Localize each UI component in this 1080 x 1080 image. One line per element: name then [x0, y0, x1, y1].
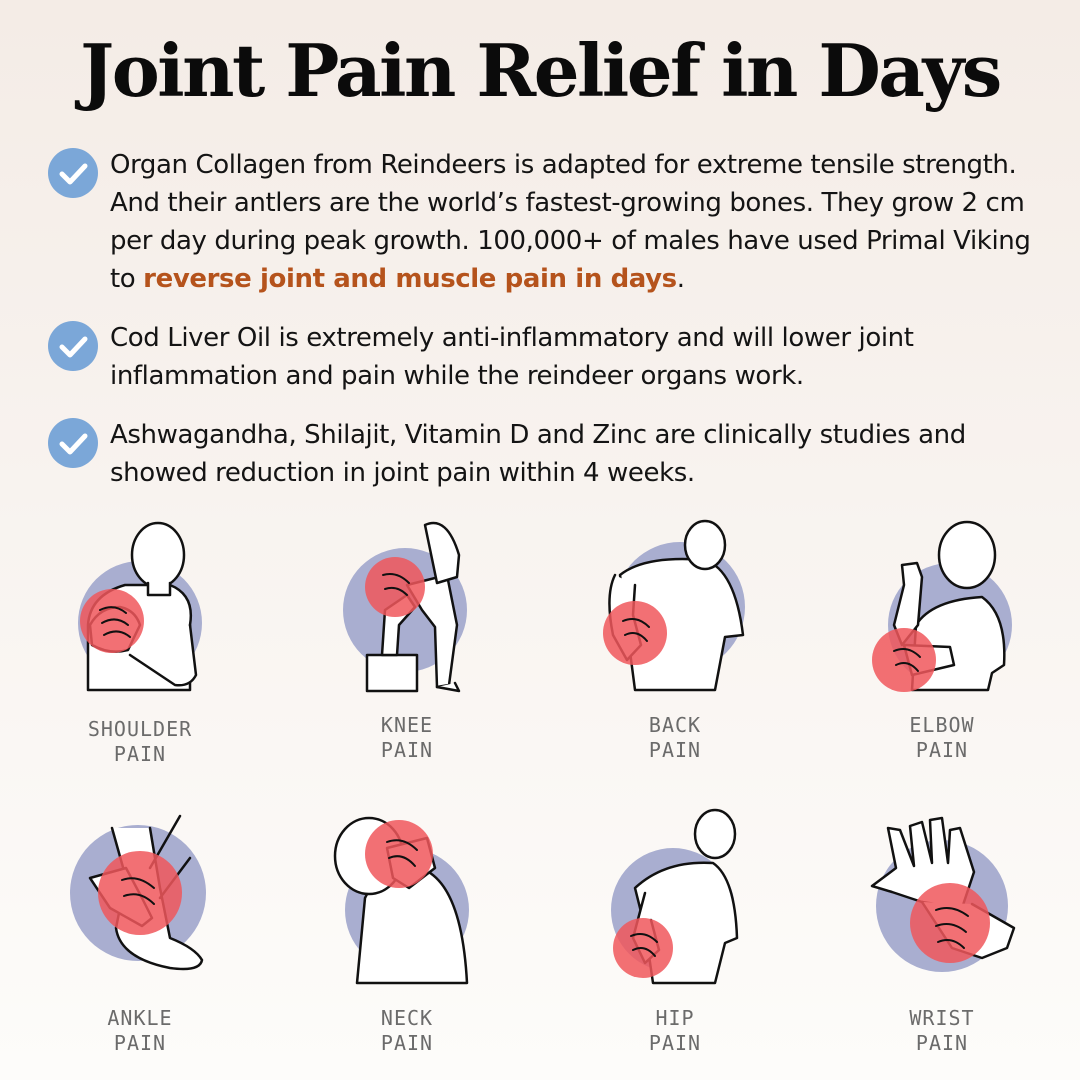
benefit-text: Ashwagandha, Shilajit, Vitamin D and Zin… — [110, 420, 966, 488]
pain-label-line2: PAIN — [648, 738, 702, 762]
elbow-pain-illustration — [872, 520, 1012, 692]
pain-label-line2: PAIN — [915, 738, 969, 762]
benefit-item-ashwagandha: Ashwagandha, Shilajit, Vitamin D and Zin… — [48, 416, 1048, 492]
pain-label: NECK PAIN — [297, 1006, 517, 1056]
benefit-text-end: . — [676, 264, 685, 294]
pain-label-line1: BACK — [648, 713, 702, 737]
pain-label: WRIST PAIN — [832, 1006, 1052, 1056]
pain-label-line2: PAIN — [113, 1031, 167, 1055]
pain-label-line2: PAIN — [113, 742, 167, 766]
pain-label-line2: PAIN — [915, 1031, 969, 1055]
benefit-text-main: Organ Collagen from Reindeers is adapted… — [110, 150, 1031, 294]
wrist-pain-illustration — [870, 816, 1016, 972]
neck-pain-illustration — [333, 816, 469, 985]
back-pain-illustration — [603, 519, 745, 692]
pain-label-line1: KNEE — [380, 713, 434, 737]
check-circle-icon — [48, 321, 98, 371]
pain-label-line1: ELBOW — [909, 713, 975, 737]
pain-label: ANKLE PAIN — [30, 1006, 250, 1056]
pain-label: BACK PAIN — [565, 713, 785, 763]
knee-pain-illustration — [343, 521, 467, 693]
check-circle-icon — [48, 418, 98, 468]
benefit-list: Organ Collagen from Reindeers is adapted… — [48, 146, 1048, 513]
shoulder-pain-illustration — [78, 521, 202, 692]
benefit-text: Organ Collagen from Reindeers is adapted… — [110, 146, 1048, 298]
check-circle-icon — [48, 148, 98, 198]
pain-label-line1: WRIST — [909, 1006, 975, 1030]
benefit-text: Cod Liver Oil is extremely anti-inflamma… — [110, 323, 914, 391]
pain-label: SHOULDER PAIN — [30, 717, 250, 767]
page-title: Joint Pain Relief in Days — [80, 28, 1002, 113]
pain-label-line1: HIP — [655, 1006, 695, 1030]
pain-label-line2: PAIN — [380, 1031, 434, 1055]
benefit-highlight: reverse joint and muscle pain in days — [143, 264, 677, 294]
pain-label-line1: SHOULDER — [87, 717, 193, 741]
benefit-item-cod-liver-oil: Cod Liver Oil is extremely anti-inflamma… — [48, 319, 1048, 395]
pain-label: HIP PAIN — [565, 1006, 785, 1056]
pain-label-line2: PAIN — [648, 1031, 702, 1055]
hip-pain-illustration — [611, 808, 739, 985]
benefit-item-collagen: Organ Collagen from Reindeers is adapted… — [48, 146, 1048, 298]
pain-label: KNEE PAIN — [297, 713, 517, 763]
pain-label-line2: PAIN — [380, 738, 434, 762]
pain-label-line1: ANKLE — [107, 1006, 173, 1030]
pain-label-line1: NECK — [380, 1006, 434, 1030]
pain-label: ELBOW PAIN — [832, 713, 1052, 763]
ankle-pain-illustration — [70, 814, 206, 971]
